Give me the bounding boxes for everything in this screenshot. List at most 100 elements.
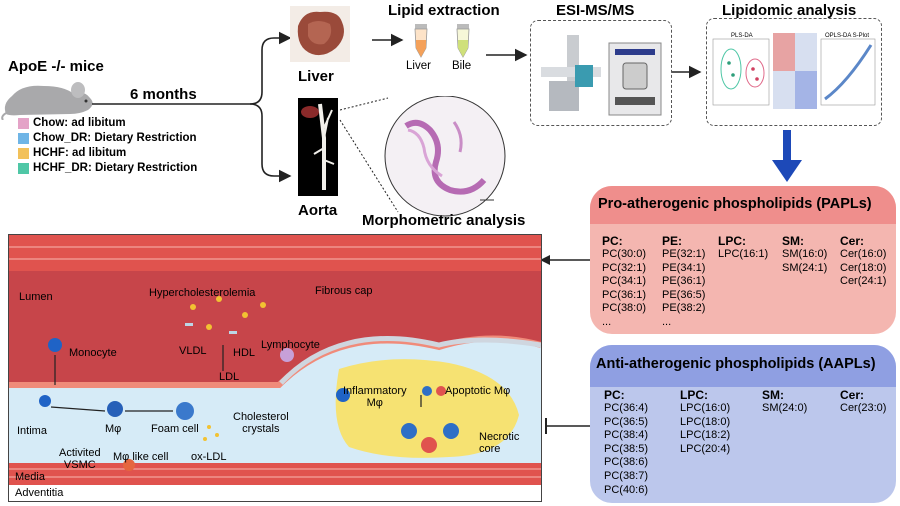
macrophage-like-label: Mφ like cell bbox=[113, 451, 169, 463]
activated-vsmc-label: Activited VSMC bbox=[59, 447, 101, 471]
aapl-title: Anti-atherogenic phospholipids (AAPLs) bbox=[596, 356, 876, 372]
list-item: SM(16:0) bbox=[782, 248, 828, 260]
esi-instrument bbox=[530, 20, 672, 126]
list-item: LPC(20:4) bbox=[680, 442, 731, 455]
legend-chow: Chow: ad libitum bbox=[18, 116, 126, 130]
list-item: Cer(24:1) bbox=[840, 275, 887, 288]
aapl-pc-header: PC: bbox=[604, 388, 625, 402]
necrotic-core-label: Necrotic core bbox=[479, 431, 519, 455]
activated-line-2: VSMC bbox=[63, 459, 96, 471]
list-item: PC(38:5) bbox=[604, 442, 649, 455]
papl-col-pe: PE: PE(32:1) PE(34:1) PE(36:1) PE(36:5) … bbox=[662, 234, 705, 330]
fibrous-cap-label: Fibrous cap bbox=[315, 285, 373, 297]
aapl-col-lpc: LPC: LPC(16:0) LPC(18:0) LPC(18:2) LPC(2… bbox=[680, 388, 730, 456]
papl-cer-header: Cer: bbox=[840, 234, 865, 248]
necrotic-line-2: core bbox=[479, 443, 501, 455]
papl-title: Pro-atherogenic phospholipids (PAPLs) bbox=[598, 196, 872, 212]
legend-hchf-dr: HCHF_DR: Dietary Restriction bbox=[18, 161, 197, 175]
esi-label: ESI-MS/MS bbox=[556, 2, 635, 19]
lymphocyte-label: Lymphocyte bbox=[261, 339, 320, 351]
legend-label-hchf-dr: HCHF_DR: Dietary Restriction bbox=[33, 162, 198, 174]
aapl-header bbox=[590, 345, 896, 387]
duration-label: 6 months bbox=[130, 86, 197, 103]
list-item: PC(36:5) bbox=[604, 415, 649, 428]
list-item: PC(38:0) bbox=[602, 302, 647, 315]
list-item: PC(32:1) bbox=[602, 261, 647, 274]
papl-col-cer: Cer: Cer(16:0) Cer(18:0) Cer(24:1) bbox=[840, 234, 886, 289]
morphometric-label: Morphometric analysis bbox=[362, 212, 526, 229]
legend-swatch-chow bbox=[18, 117, 29, 129]
legend-chow-dr: Chow_DR: Dietary Restriction bbox=[18, 131, 197, 145]
inflammatory-label: Inflammatory Mφ bbox=[343, 385, 407, 409]
inflammatory-line-2: Mφ bbox=[366, 397, 383, 409]
papl-header bbox=[590, 186, 896, 224]
legend-hchf: HCHF: ad libitum bbox=[18, 146, 126, 160]
lumen-label: Lumen bbox=[19, 291, 53, 303]
list-item: PC(40:6) bbox=[604, 483, 649, 496]
legend-label-hchf: HCHF: ad libitum bbox=[33, 147, 127, 159]
legend-swatch-hchf bbox=[18, 147, 29, 159]
list-item: Cer(16:0) bbox=[840, 248, 887, 260]
list-item: PC(36:4) bbox=[604, 402, 649, 414]
activated-line-1: Activited bbox=[59, 447, 101, 459]
list-item: PE(34:1) bbox=[662, 261, 706, 274]
list-item: Cer(23:0) bbox=[840, 402, 887, 414]
macrophage-label: Mφ bbox=[105, 423, 122, 435]
list-item: ... bbox=[662, 315, 672, 328]
list-item: PC(34:1) bbox=[602, 275, 647, 288]
aorta-photo bbox=[298, 98, 338, 196]
papl-pe-header: PE: bbox=[662, 234, 683, 248]
tube-bile-icon bbox=[456, 24, 470, 58]
aapl-sm-header: SM: bbox=[762, 388, 784, 402]
list-item: PC(38:4) bbox=[604, 429, 649, 442]
list-item: ... bbox=[602, 315, 612, 328]
oxldl-label: ox-LDL bbox=[191, 451, 227, 463]
necrotic-line-1: Necrotic bbox=[479, 431, 520, 443]
papl-col-sm: SM: SM(16:0) SM(24:1) bbox=[782, 234, 827, 275]
aapl-col-cer: Cer: Cer(23:0) bbox=[840, 388, 886, 416]
papl-col-lpc: LPC: LPC(16:1) bbox=[718, 234, 768, 262]
list-item: PC(38:6) bbox=[604, 456, 649, 469]
papl-pc-header: PC: bbox=[602, 234, 623, 248]
ldl-label: LDL bbox=[219, 371, 240, 383]
lipidomic-panel: PLS-DA OPLS-DA S-Plot bbox=[706, 18, 882, 126]
plsda-title: PLS-DA bbox=[731, 33, 753, 39]
tube-bile-label: Bile bbox=[452, 60, 472, 72]
hypercholesterolemia-label: Hypercholesterolemia bbox=[149, 287, 256, 299]
apoptotic-label: Apoptotic Mφ bbox=[445, 385, 511, 397]
list-item: Cer(18:0) bbox=[840, 261, 887, 274]
liver-photo bbox=[290, 6, 350, 62]
oplsda-title: OPLS-DA S-Plot bbox=[825, 33, 870, 39]
list-item: PE(32:1) bbox=[662, 248, 706, 260]
lipid-extraction-label: Lipid extraction bbox=[388, 2, 500, 19]
workflow-arrows bbox=[92, 31, 702, 183]
list-item: PE(36:1) bbox=[662, 275, 706, 288]
list-item: LPC(16:1) bbox=[718, 248, 769, 260]
aorta-label: Aorta bbox=[298, 202, 338, 219]
cholesterol-line-1: Cholesterol bbox=[233, 411, 289, 423]
legend-label-chow-dr: Chow_DR: Dietary Restriction bbox=[33, 132, 197, 144]
list-item: SM(24:1) bbox=[782, 261, 828, 274]
legend-swatch-hchf-dr bbox=[18, 162, 29, 174]
papl-sm-header: SM: bbox=[782, 234, 804, 248]
list-item: PC(36:1) bbox=[602, 288, 647, 301]
tube-liver-icon bbox=[414, 24, 428, 58]
aapl-lpc-header: LPC: bbox=[680, 388, 708, 402]
lipidomic-label: Lipidomic analysis bbox=[722, 2, 857, 19]
list-item: LPC(18:2) bbox=[680, 429, 731, 442]
connector-arrows bbox=[540, 255, 590, 434]
aapl-col-pc: PC: PC(36:4) PC(36:5) PC(38:4) PC(38:5) … bbox=[604, 388, 648, 497]
list-item: PE(36:5) bbox=[662, 288, 706, 301]
histology-section bbox=[339, 96, 506, 217]
legend-label-chow: Chow: ad libitum bbox=[33, 117, 126, 129]
list-item: LPC(18:0) bbox=[680, 415, 731, 428]
cholesterol-line-2: crystals bbox=[242, 423, 280, 435]
mice-title: ApoE -/- mice bbox=[8, 58, 104, 75]
hdl-label: HDL bbox=[233, 347, 256, 359]
vldl-label: VLDL bbox=[179, 345, 207, 357]
tube-liver-label: Liver bbox=[406, 60, 431, 72]
down-arrow-icon bbox=[772, 130, 802, 182]
papl-lpc-header: LPC: bbox=[718, 234, 746, 248]
cholesterol-label: Cholesterol crystals bbox=[233, 411, 289, 435]
list-item: PC(30:0) bbox=[602, 248, 647, 260]
